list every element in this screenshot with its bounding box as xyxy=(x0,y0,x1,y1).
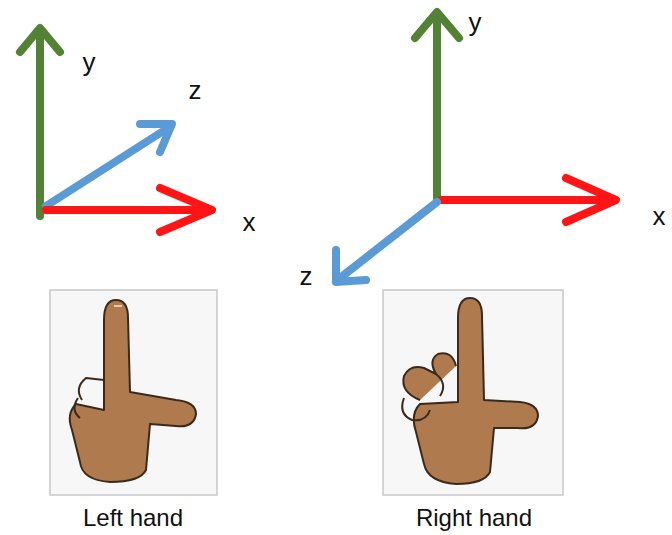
right-axes xyxy=(336,12,616,282)
hand-caption: Left hand xyxy=(83,506,183,530)
axis-label: x xyxy=(243,209,256,235)
hand-frame xyxy=(383,290,563,495)
left-axes xyxy=(20,28,212,232)
left-hand-figure xyxy=(70,300,196,482)
axis-label: y xyxy=(469,9,482,35)
hand-caption: Right hand xyxy=(416,506,532,530)
right-hand-figure xyxy=(402,298,538,484)
axis-label: x xyxy=(653,203,666,229)
axis-label: y xyxy=(83,49,96,75)
hand-frame xyxy=(50,290,217,495)
axis-label: z xyxy=(300,263,313,289)
axis-label: z xyxy=(189,77,202,103)
